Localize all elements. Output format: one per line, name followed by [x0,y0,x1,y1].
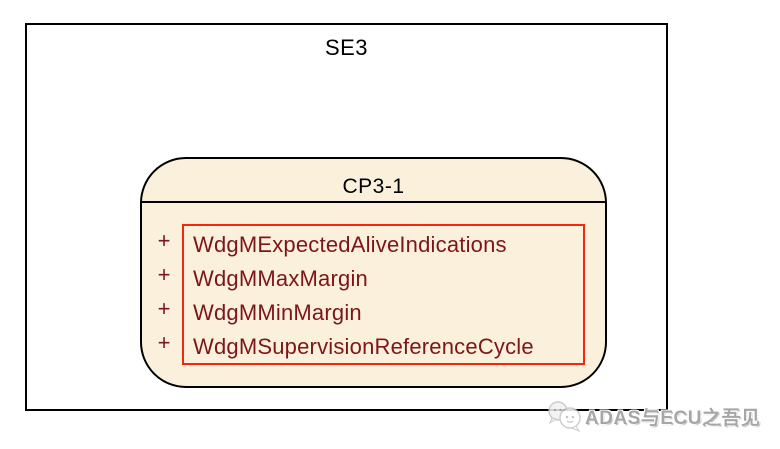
parameter-list-highlight-box: WdgMExpectedAliveIndications WdgMMaxMarg… [182,224,585,365]
cp3-1-component: CP3-1 + + + + WdgMExpectedAliveIndicatio… [140,157,607,388]
parameter-item: WdgMMinMargin [193,300,362,325]
parameter-item: WdgMSupervisionReferenceCycle [193,334,534,359]
watermark: ADAS与ECU之吾见 [546,398,760,434]
cp3-1-header: CP3-1 [142,159,605,203]
visibility-column: + + + + [148,224,180,360]
plus-sign: + [157,228,171,253]
se3-container: SE3 CP3-1 + + + + WdgMExpectedAliveIndic… [25,23,668,411]
watermark-text: ADAS与ECU之吾见 [585,407,761,429]
plus-sign: + [157,296,171,321]
cp3-1-body: + + + + WdgMExpectedAliveIndications Wdg… [142,203,605,386]
parameter-item: WdgMExpectedAliveIndications [193,232,507,257]
cp3-1-label: CP3-1 [342,175,405,198]
parameter-item: WdgMMaxMargin [193,266,368,291]
se3-label: SE3 [324,35,369,60]
chat-bubble-face-icon [548,401,581,433]
plus-sign: + [157,330,171,355]
plus-sign: + [157,262,171,287]
